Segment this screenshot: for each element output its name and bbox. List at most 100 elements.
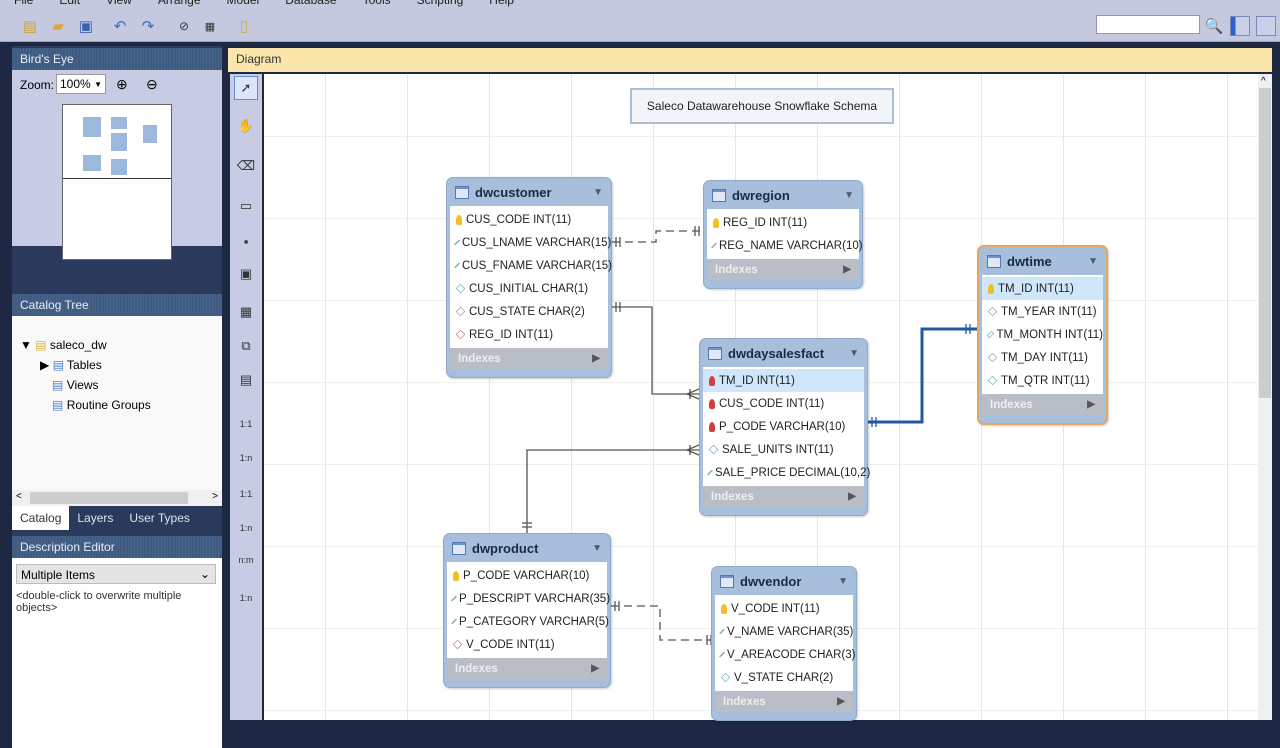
expand-arrow-icon[interactable]: ▶ (1087, 399, 1095, 410)
column-row[interactable]: P_CATEGORY VARCHAR(5) (447, 610, 609, 633)
menu-scripting[interactable]: Scripting (416, 0, 464, 7)
column-row[interactable]: P_CODE VARCHAR(10) (447, 564, 607, 587)
column-row[interactable]: TM_MONTH INT(11) (982, 323, 1103, 346)
column-row[interactable]: REG_ID INT(11) (707, 211, 859, 234)
table-dwcustomer[interactable]: dwcustomer▼CUS_CODE INT(11)CUS_LNAME VAR… (446, 177, 612, 378)
toggle-sidebar-button[interactable] (1230, 16, 1250, 36)
expand-arrow-icon[interactable]: ▶ (848, 491, 856, 502)
menu-file[interactable]: File (14, 0, 34, 7)
view-tool-icon[interactable]: ⧉ (241, 338, 251, 353)
table-dwtime[interactable]: dwtime▼TM_ID INT(11)TM_YEAR INT(11)TM_MO… (977, 245, 1108, 425)
description-text[interactable]: <double-click to overwrite multiple obje… (16, 590, 182, 614)
table-dwvendor[interactable]: dwvendor▼V_CODE INT(11)V_NAME VARCHAR(35… (711, 566, 857, 721)
new-diagram-icon[interactable]: ▯ (239, 18, 249, 35)
relationship-existing-columns-icon[interactable]: 1:n (239, 593, 253, 603)
column-row[interactable]: P_CODE VARCHAR(10) (703, 415, 864, 438)
column-row[interactable]: TM_DAY INT(11) (982, 346, 1103, 369)
column-row[interactable]: CUS_FNAME VARCHAR(15) (450, 254, 612, 277)
zoom-out-icon[interactable]: ⊖ (146, 76, 158, 92)
menu-arrange[interactable]: Arrange (157, 0, 201, 7)
collapse-arrow-icon[interactable]: ▼ (593, 186, 603, 198)
zoom-select[interactable]: 100%▼ (56, 74, 106, 94)
minimap[interactable] (62, 104, 172, 260)
new-document-icon[interactable]: ▤ (22, 18, 38, 35)
zoom-in-icon[interactable]: ⊕ (116, 76, 128, 92)
menu-model[interactable]: Model (226, 0, 260, 7)
indexes-section[interactable]: Indexes▶ (447, 658, 607, 679)
note-tool-icon[interactable]: ▪ (243, 233, 249, 249)
menu-help[interactable]: Help (489, 0, 514, 7)
table-dwregion[interactable]: dwregion▼REG_ID INT(11)REG_NAME VARCHAR(… (703, 180, 863, 289)
tab-layers[interactable]: Layers (77, 511, 114, 525)
tree-item-schema[interactable]: ▼ ▤ saleco_dw (20, 338, 107, 352)
hand-tool-icon[interactable]: ✋ (237, 118, 255, 133)
relationship-1-1-icon[interactable]: 1:1 (239, 489, 253, 499)
column-row[interactable]: REG_ID INT(11) (450, 323, 608, 346)
column-row[interactable]: CUS_LNAME VARCHAR(15) (450, 231, 611, 254)
grid-icon[interactable]: ▦ (204, 20, 216, 33)
expand-arrow-icon[interactable]: ▶ (843, 264, 851, 275)
collapse-arrow-icon[interactable]: ▼ (592, 542, 602, 554)
column-row[interactable]: CUS_INITIAL CHAR(1) (450, 277, 608, 300)
column-row[interactable]: REG_NAME VARCHAR(10) (707, 234, 863, 257)
table-dwdaysalesfact[interactable]: dwdaysalesfact▼TM_ID INT(11)CUS_CODE INT… (699, 338, 870, 516)
menu-tools[interactable]: Tools (362, 0, 391, 7)
column-row[interactable]: V_AREACODE CHAR(3) (715, 643, 855, 666)
tab-user-types[interactable]: User Types (129, 511, 190, 525)
column-row[interactable]: V_NAME VARCHAR(35) (715, 620, 853, 643)
column-row[interactable]: TM_QTR INT(11) (982, 369, 1103, 392)
column-row[interactable]: V_CODE INT(11) (447, 633, 607, 656)
column-row[interactable]: TM_ID INT(11) (982, 277, 1103, 300)
table-header[interactable]: dwvendor▼ (712, 567, 856, 595)
tree-item-tables[interactable]: ▶ ▤ Tables (40, 358, 102, 372)
expand-arrow-icon[interactable]: ▶ (591, 663, 599, 674)
diagram-note[interactable]: Saleco Datawarehouse Snowflake Schema (630, 88, 894, 124)
indexes-section[interactable]: Indexes▶ (703, 486, 864, 507)
tree-item-views[interactable]: ▤ Views (52, 378, 99, 392)
relationship-1-n-icon[interactable]: 1:n (239, 523, 253, 533)
undo-icon[interactable]: ↶ (113, 18, 127, 35)
routine-group-tool-icon[interactable]: ▤ (239, 372, 253, 387)
expand-arrow-icon[interactable]: ▶ (592, 353, 600, 364)
indexes-section[interactable]: Indexes▶ (450, 348, 608, 369)
column-row[interactable]: CUS_CODE INT(11) (450, 208, 608, 231)
indexes-section[interactable]: Indexes▶ (982, 394, 1103, 415)
pointer-tool-icon[interactable]: ➚ (234, 76, 258, 100)
column-row[interactable]: CUS_CODE INT(11) (703, 392, 864, 415)
menu-view[interactable]: View (106, 0, 132, 7)
tree-item-routine-groups[interactable]: ▤ Routine Groups (52, 398, 151, 412)
indexes-section[interactable]: Indexes▶ (715, 691, 853, 712)
column-row[interactable]: V_STATE CHAR(2) (715, 666, 853, 689)
table-header[interactable]: dwproduct▼ (444, 534, 610, 562)
image-tool-icon[interactable]: ▣ (239, 266, 253, 281)
column-row[interactable]: SALE_PRICE DECIMAL(10,2) (703, 461, 870, 484)
eraser-tool-icon[interactable]: ⌫ (236, 158, 256, 173)
column-row[interactable]: TM_YEAR INT(11) (982, 300, 1103, 323)
column-row[interactable]: SALE_UNITS INT(11) (703, 438, 864, 461)
search-input[interactable] (1096, 15, 1200, 34)
indexes-section[interactable]: Indexes▶ (707, 259, 859, 280)
menu-database[interactable]: Database (285, 0, 337, 7)
relationship-1-n-identifying-icon[interactable]: 1:n (239, 453, 253, 463)
column-row[interactable]: CUS_STATE CHAR(2) (450, 300, 608, 323)
horizontal-scrollbar[interactable]: <> (12, 490, 222, 506)
column-row[interactable]: V_CODE INT(11) (715, 597, 853, 620)
open-folder-icon[interactable]: ▰ (52, 18, 64, 35)
layer-tool-icon[interactable]: ▭ (239, 198, 253, 213)
redo-icon[interactable]: ↷ (141, 18, 155, 35)
collapse-arrow-icon[interactable]: ▼ (844, 189, 854, 201)
description-select[interactable]: Multiple Items⌄ (16, 564, 216, 584)
vertical-scrollbar[interactable]: ^ (1258, 74, 1272, 720)
table-dwproduct[interactable]: dwproduct▼P_CODE VARCHAR(10)P_DESCRIPT V… (443, 533, 611, 688)
expand-arrow-icon[interactable]: ▶ (837, 696, 845, 707)
table-header[interactable]: dwtime▼ (979, 247, 1106, 275)
tab-catalog[interactable]: Catalog (12, 506, 70, 530)
menu-edit[interactable]: Edit (59, 0, 81, 7)
relationship-n-m-icon[interactable]: n:m (238, 555, 254, 565)
column-row[interactable]: TM_ID INT(11) (703, 369, 864, 392)
search-icon[interactable]: 🔍 (1204, 18, 1224, 35)
table-header[interactable]: dwdaysalesfact▼ (700, 339, 867, 367)
column-row[interactable]: P_DESCRIPT VARCHAR(35) (447, 587, 610, 610)
collapse-arrow-icon[interactable]: ▼ (1088, 255, 1098, 267)
table-header[interactable]: dwcustomer▼ (447, 178, 611, 206)
